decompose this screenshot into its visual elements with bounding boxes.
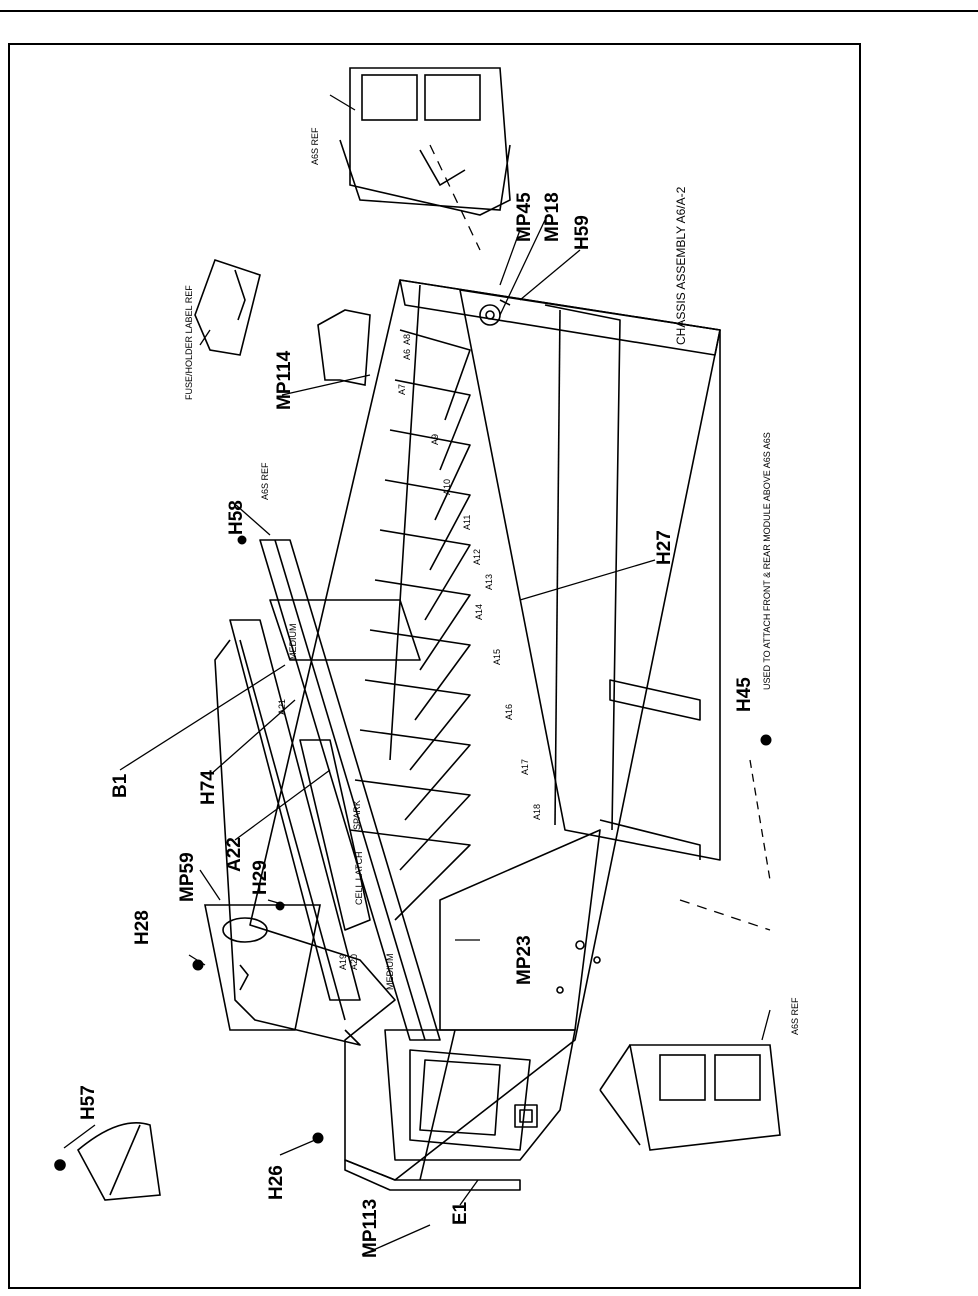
callout-h29: H29 bbox=[250, 860, 271, 895]
notes: CHASSIS ASSEMBLY A6/A-2 A6S REF A6S REF … bbox=[184, 127, 800, 1035]
callout-mp18: MP18 bbox=[542, 192, 563, 242]
callout-mp113: MP113 bbox=[360, 1199, 381, 1258]
slot-label: A16 bbox=[504, 704, 514, 720]
screw-icon bbox=[192, 959, 204, 971]
screw-icons bbox=[55, 535, 772, 1170]
chassis-body bbox=[214, 279, 721, 1191]
slot-label: A10 bbox=[442, 479, 452, 495]
panel-label-medium-top: MEDIUM bbox=[288, 624, 298, 661]
callout-labels: H57 H26 MP113 E1 H28 MP59 H29 A22 H74 B1… bbox=[78, 192, 755, 1258]
note-a6s-ref-mid: A6S REF bbox=[260, 462, 270, 500]
callout-h45: H45 bbox=[734, 677, 755, 712]
slot-label: A21 bbox=[277, 699, 287, 715]
callout-h58: H58 bbox=[226, 500, 247, 535]
slot-label: A11 bbox=[462, 515, 472, 530]
panel-label-cell: CELL LATCH bbox=[354, 851, 364, 905]
callout-mp59: MP59 bbox=[177, 852, 198, 902]
callout-mp23: MP23 bbox=[514, 935, 535, 985]
panel-labels: MEDIUM MEDIUM CELL LATCH SPARK bbox=[288, 624, 395, 991]
callout-h59: H59 bbox=[572, 215, 593, 250]
mp114-clip bbox=[317, 309, 371, 386]
drawing-frame bbox=[8, 43, 861, 1289]
top-right-end-panel bbox=[339, 67, 511, 216]
callout-h57: H57 bbox=[78, 1085, 99, 1120]
h57-corner-plate bbox=[54, 1122, 161, 1201]
callout-b1: B1 bbox=[110, 773, 131, 798]
note-a6s-ref-top: A6S REF bbox=[310, 127, 320, 165]
page-header-rule bbox=[0, 10, 978, 12]
note-fuse-holder: FUSE/HOLDER LABEL REF bbox=[184, 285, 194, 400]
panel-label-spark: SPARK bbox=[352, 800, 362, 830]
callout-h74: H74 bbox=[198, 770, 219, 805]
slot-label: A6 bbox=[402, 349, 412, 360]
slot-labels: A8 A7 A6 A9 A10 A11 A12 A13 A14 A15 A16 … bbox=[277, 334, 542, 970]
screw-icon bbox=[760, 734, 772, 746]
note-h45: USED TO ATTACH FRONT & REAR MODULE ABOVE… bbox=[762, 432, 772, 690]
mp59-bracket bbox=[204, 904, 321, 1031]
diagram-title: CHASSIS ASSEMBLY A6/A-2 bbox=[674, 186, 688, 345]
screw-icon bbox=[312, 1132, 324, 1144]
slot-label: A18 bbox=[532, 804, 542, 820]
callout-h27: H27 bbox=[654, 530, 675, 565]
slot-label: A7 bbox=[397, 384, 407, 395]
callout-mp114: MP114 bbox=[274, 350, 295, 410]
note-a6s-ref-bottom: A6S REF bbox=[790, 997, 800, 1035]
callout-h28: H28 bbox=[132, 910, 153, 945]
callout-h26: H26 bbox=[266, 1165, 287, 1200]
slot-label: A14 bbox=[474, 604, 484, 620]
slot-label: A15 bbox=[492, 649, 502, 665]
callout-e1: E1 bbox=[450, 1201, 471, 1225]
slot-label: A9 bbox=[430, 434, 440, 445]
screw-icon bbox=[237, 535, 247, 545]
slot-label: A19 bbox=[338, 954, 348, 970]
slot-label: A8 bbox=[402, 334, 412, 345]
slot-label: A20 bbox=[349, 954, 359, 970]
screw-icon bbox=[55, 1160, 65, 1170]
leader-lines bbox=[63, 94, 771, 1256]
callout-a22: A22 bbox=[224, 837, 245, 872]
bottom-right-end-panel bbox=[599, 1044, 781, 1151]
slot-label: A17 bbox=[520, 759, 530, 775]
callout-mp45: MP45 bbox=[514, 192, 535, 242]
fuse-holder-part bbox=[194, 258, 261, 356]
screw-icon bbox=[275, 901, 285, 911]
slot-label: A12 bbox=[472, 549, 482, 565]
panel-label-medium-bottom: MEDIUM bbox=[385, 954, 395, 991]
slot-label: A13 bbox=[484, 574, 494, 590]
